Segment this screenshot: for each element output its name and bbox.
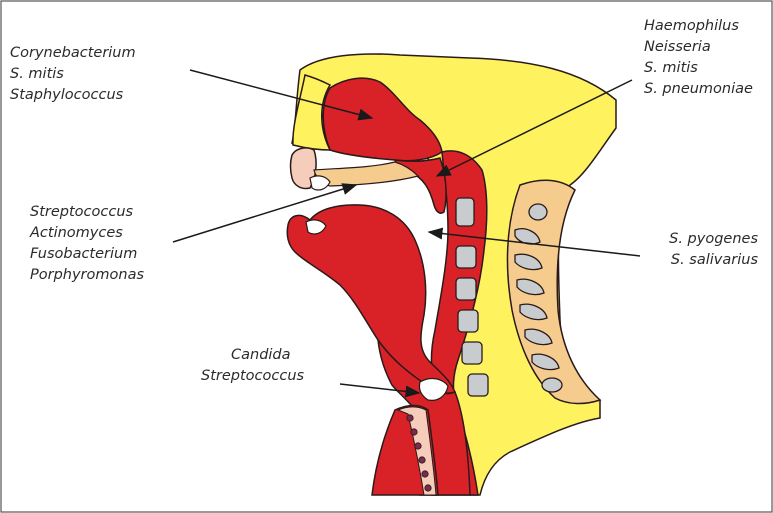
label-line: S. salivarius [640,250,758,271]
label-line: Streptococcus [30,202,144,223]
label-oral-cavity: Streptococcus Actinomyces Fusobacterium … [30,202,144,286]
label-line: Porphyromonas [30,265,144,286]
label-line: Neisseria [644,37,753,58]
label-line: Haemophilus [644,16,753,37]
label-nasal-cavity: Corynebacterium S. mitis Staphylococcus [10,43,136,106]
label-line: Candida [201,345,304,366]
label-line: S. pyogenes [640,229,758,250]
label-line: Actinomyces [30,223,144,244]
label-line: S. mitis [10,64,136,85]
label-larynx: Candida Streptococcus [201,345,304,387]
label-line: S. pneumoniae [644,79,753,100]
label-line: S. mitis [644,58,753,79]
label-oropharynx: S. pyogenes S. salivarius [640,229,758,271]
label-line: Streptococcus [201,366,304,387]
label-line: Fusobacterium [30,244,144,265]
label-line: Corynebacterium [10,43,136,64]
label-nasopharynx: Haemophilus Neisseria S. mitis S. pneumo… [644,16,753,100]
label-line: Staphylococcus [10,85,136,106]
upper-teeth [310,176,330,190]
